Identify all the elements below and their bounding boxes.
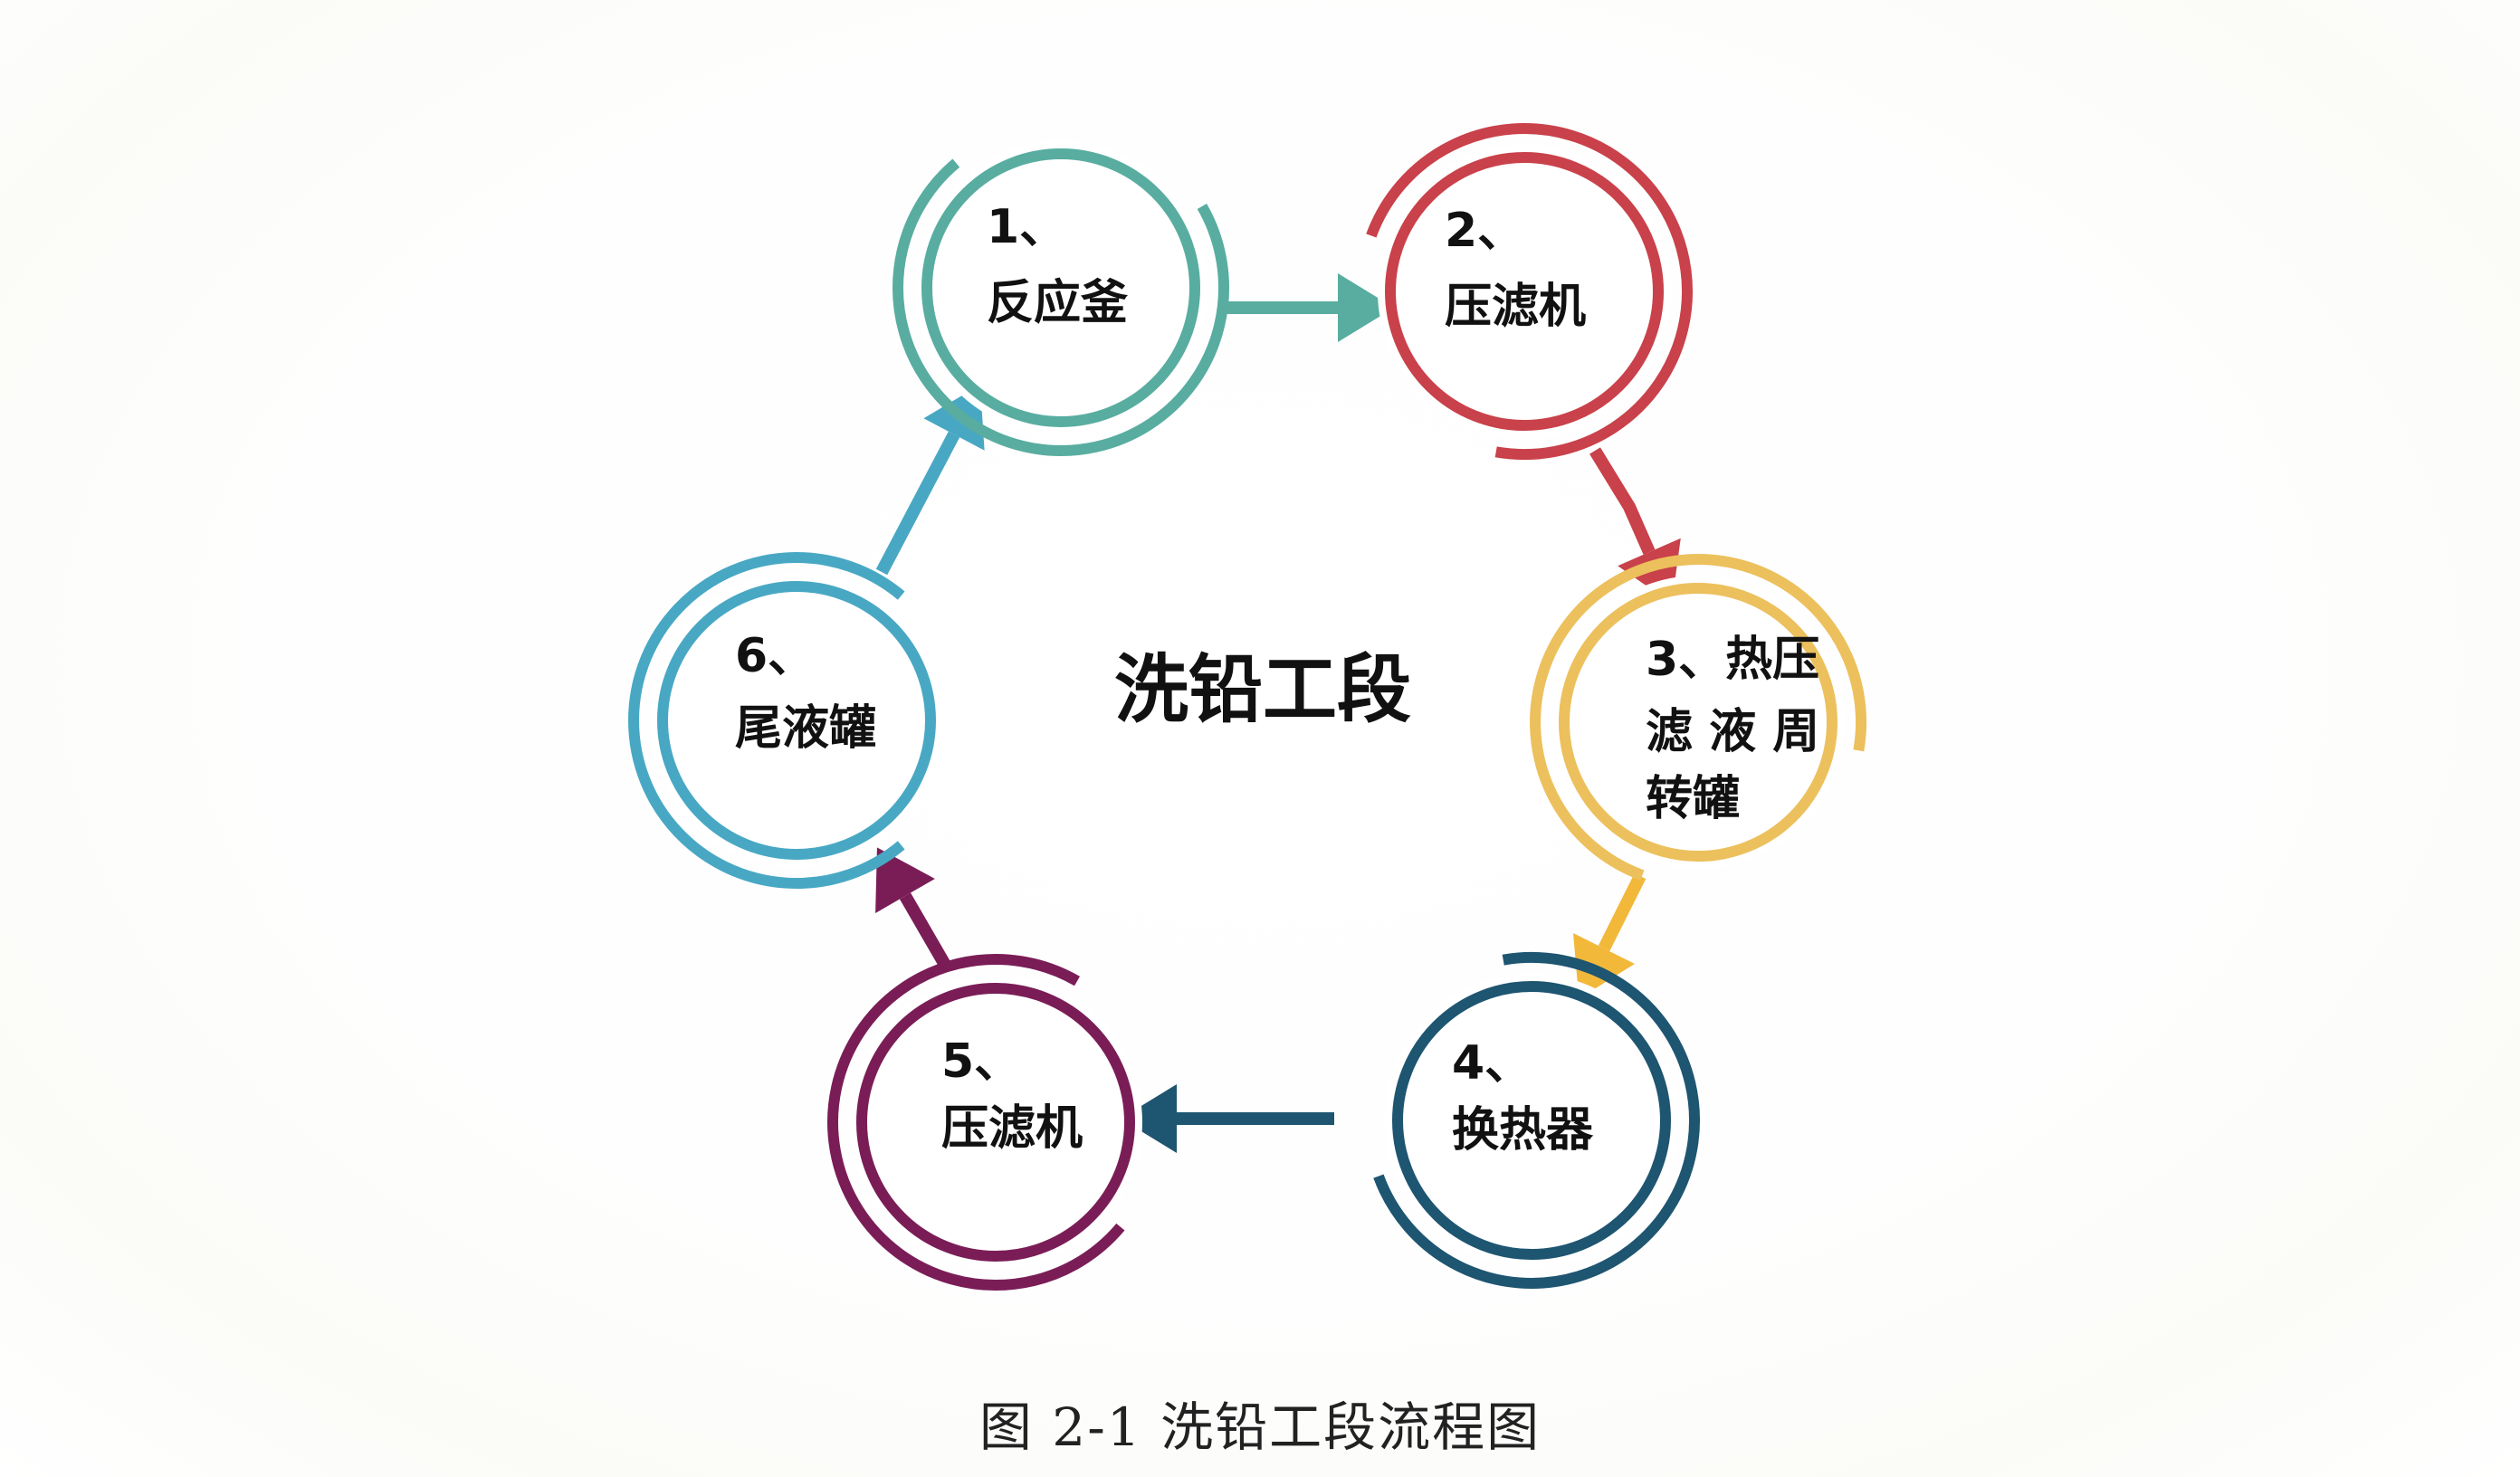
process-node-4: 4、换热器 — [1373, 951, 1700, 1289]
node-background — [1385, 974, 1678, 1267]
node-outer-ring — [628, 552, 905, 889]
arrow-head — [1573, 933, 1635, 999]
node-inner-ring — [1385, 152, 1664, 431]
process-node-5: 5、压滤机 — [827, 954, 1142, 1291]
node-background — [914, 141, 1208, 434]
node-label-line-2: 滤 液 周 — [1646, 705, 1819, 759]
node-label-line-2: 压滤机 — [941, 1101, 1083, 1156]
node-inner-ring — [921, 148, 1200, 427]
node-label-line-1: 6、 — [735, 629, 815, 683]
arrow-node-4-to-node-5 — [1121, 1084, 1334, 1153]
node-background — [1551, 576, 1845, 869]
arrow-node-3-to-node-4 — [1573, 872, 1647, 999]
node-outer-ring — [827, 954, 1125, 1291]
arrow-head — [1121, 1084, 1177, 1153]
node-outer-ring — [1366, 123, 1693, 461]
node-label-line-3: 转罐 — [1646, 772, 1740, 826]
arrow-node-6-to-node-1 — [875, 385, 985, 576]
arrow-shaft — [1598, 872, 1647, 952]
figure-caption: 图 2-1 洗铅工段流程图 — [978, 1396, 1542, 1458]
process-node-3: 3、热压滤 液 周转罐 — [1530, 554, 1867, 881]
arrow-shaft — [1589, 447, 1656, 555]
node-inner-ring — [657, 581, 936, 860]
node-outer-ring — [1373, 951, 1700, 1289]
arrow-shaft — [899, 892, 951, 968]
arrow-head — [875, 847, 935, 914]
node-background — [1378, 145, 1671, 438]
node-label-line-1: 3、热压 — [1646, 633, 1819, 687]
node-label-line-2: 反应釜 — [987, 276, 1128, 330]
node-label-line-1: 5、 — [941, 1034, 1021, 1089]
node-label-line-1: 2、 — [1445, 204, 1524, 258]
node-inner-ring — [856, 983, 1135, 1262]
node-label-line-1: 1、 — [987, 200, 1066, 254]
process-node-2: 2、压滤机 — [1366, 123, 1693, 461]
center-title: 洗铅工段 — [1114, 647, 1411, 733]
process-node-1: 1、反应釜 — [892, 141, 1229, 456]
arrow-shaft — [875, 431, 960, 576]
node-inner-ring — [1392, 981, 1671, 1260]
node-label-line-1: 4、 — [1452, 1036, 1532, 1091]
arrow-head — [1338, 273, 1394, 342]
node-label-line-2: 尾液罐 — [735, 701, 876, 756]
node-label-line-2: 换热器 — [1452, 1103, 1594, 1158]
node-inner-ring — [1559, 583, 1838, 862]
node-outer-ring — [1530, 554, 1867, 881]
node-background — [650, 574, 943, 867]
process-node-6: 6、尾液罐 — [628, 552, 943, 889]
node-outer-ring — [892, 158, 1229, 456]
node-background — [849, 976, 1142, 1269]
arrow-node-5-to-node-6 — [875, 847, 951, 968]
arrow-node-1-to-node-2 — [1224, 273, 1394, 342]
node-label-line-2: 压滤机 — [1445, 280, 1586, 334]
